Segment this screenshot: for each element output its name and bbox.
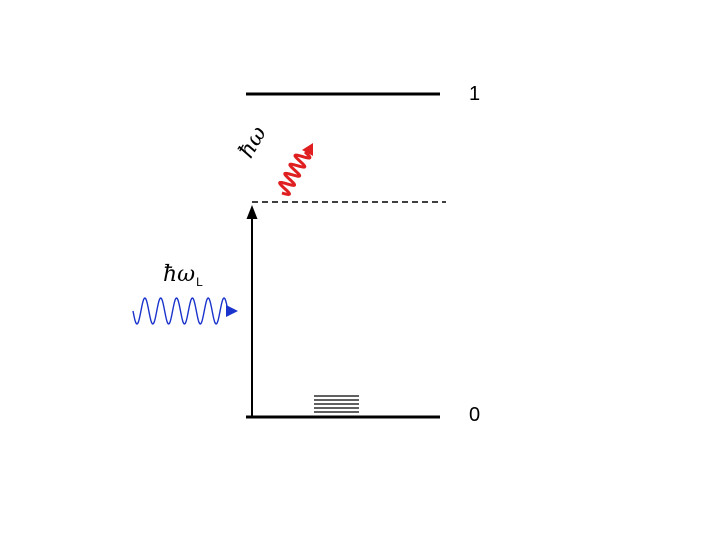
laser-photon-symbol: ħω bbox=[163, 262, 196, 287]
scattered-photon-wave bbox=[278, 143, 313, 196]
laser-photon-wave bbox=[132, 297, 238, 325]
vibrational-sublevels bbox=[314, 395, 359, 413]
laser-photon-subscript: L bbox=[196, 275, 203, 289]
laser-photon-label: ħωL bbox=[163, 262, 203, 289]
upper-level-label: 1 bbox=[469, 83, 481, 105]
ground-level-label: 0 bbox=[469, 404, 481, 426]
excitation-arrow bbox=[246, 205, 258, 417]
